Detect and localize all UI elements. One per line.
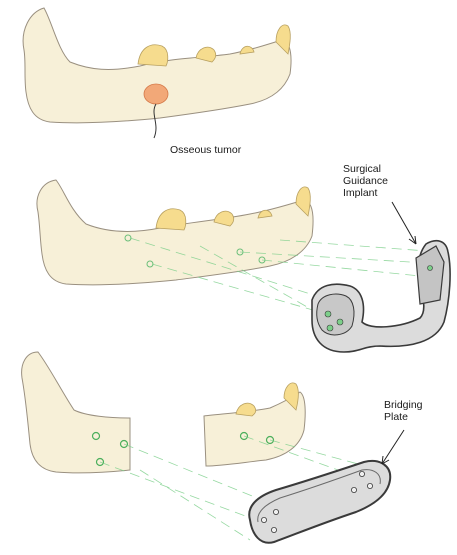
mandible-with-guide [37, 180, 450, 352]
bridging-plate-label: Bridging Plate [384, 399, 423, 423]
tumor-mass [144, 84, 168, 104]
tooth [138, 45, 168, 66]
mandible-ramus-segment [22, 352, 130, 473]
tooth [156, 209, 186, 230]
screw-hole-icon [261, 517, 266, 522]
screw-hole-icon [359, 471, 364, 476]
plate-body [249, 461, 390, 543]
bridging-plate [249, 461, 390, 543]
screw-hole-icon [327, 325, 333, 331]
surgical-guidance-implant [312, 241, 450, 352]
screw-hole-icon [428, 266, 433, 271]
guidance-implant-label: Surgical Guidance Implant [343, 163, 388, 199]
tumor-label: Osseous tumor [170, 144, 241, 156]
mandible-with-tumor [23, 8, 291, 138]
implant-inner-face [317, 294, 354, 335]
screw-hole-icon [325, 311, 331, 317]
arrow-icon [382, 430, 404, 464]
screw-hole-icon [351, 487, 356, 492]
arrow-icon [392, 202, 416, 244]
screw-hole-icon [367, 483, 372, 488]
resected-mandible [22, 352, 404, 543]
screw-hole-icon [271, 527, 276, 532]
screw-hole-icon [337, 319, 343, 325]
mandible-bone [37, 180, 313, 285]
screw-hole-icon [273, 509, 278, 514]
tooth [236, 403, 256, 416]
